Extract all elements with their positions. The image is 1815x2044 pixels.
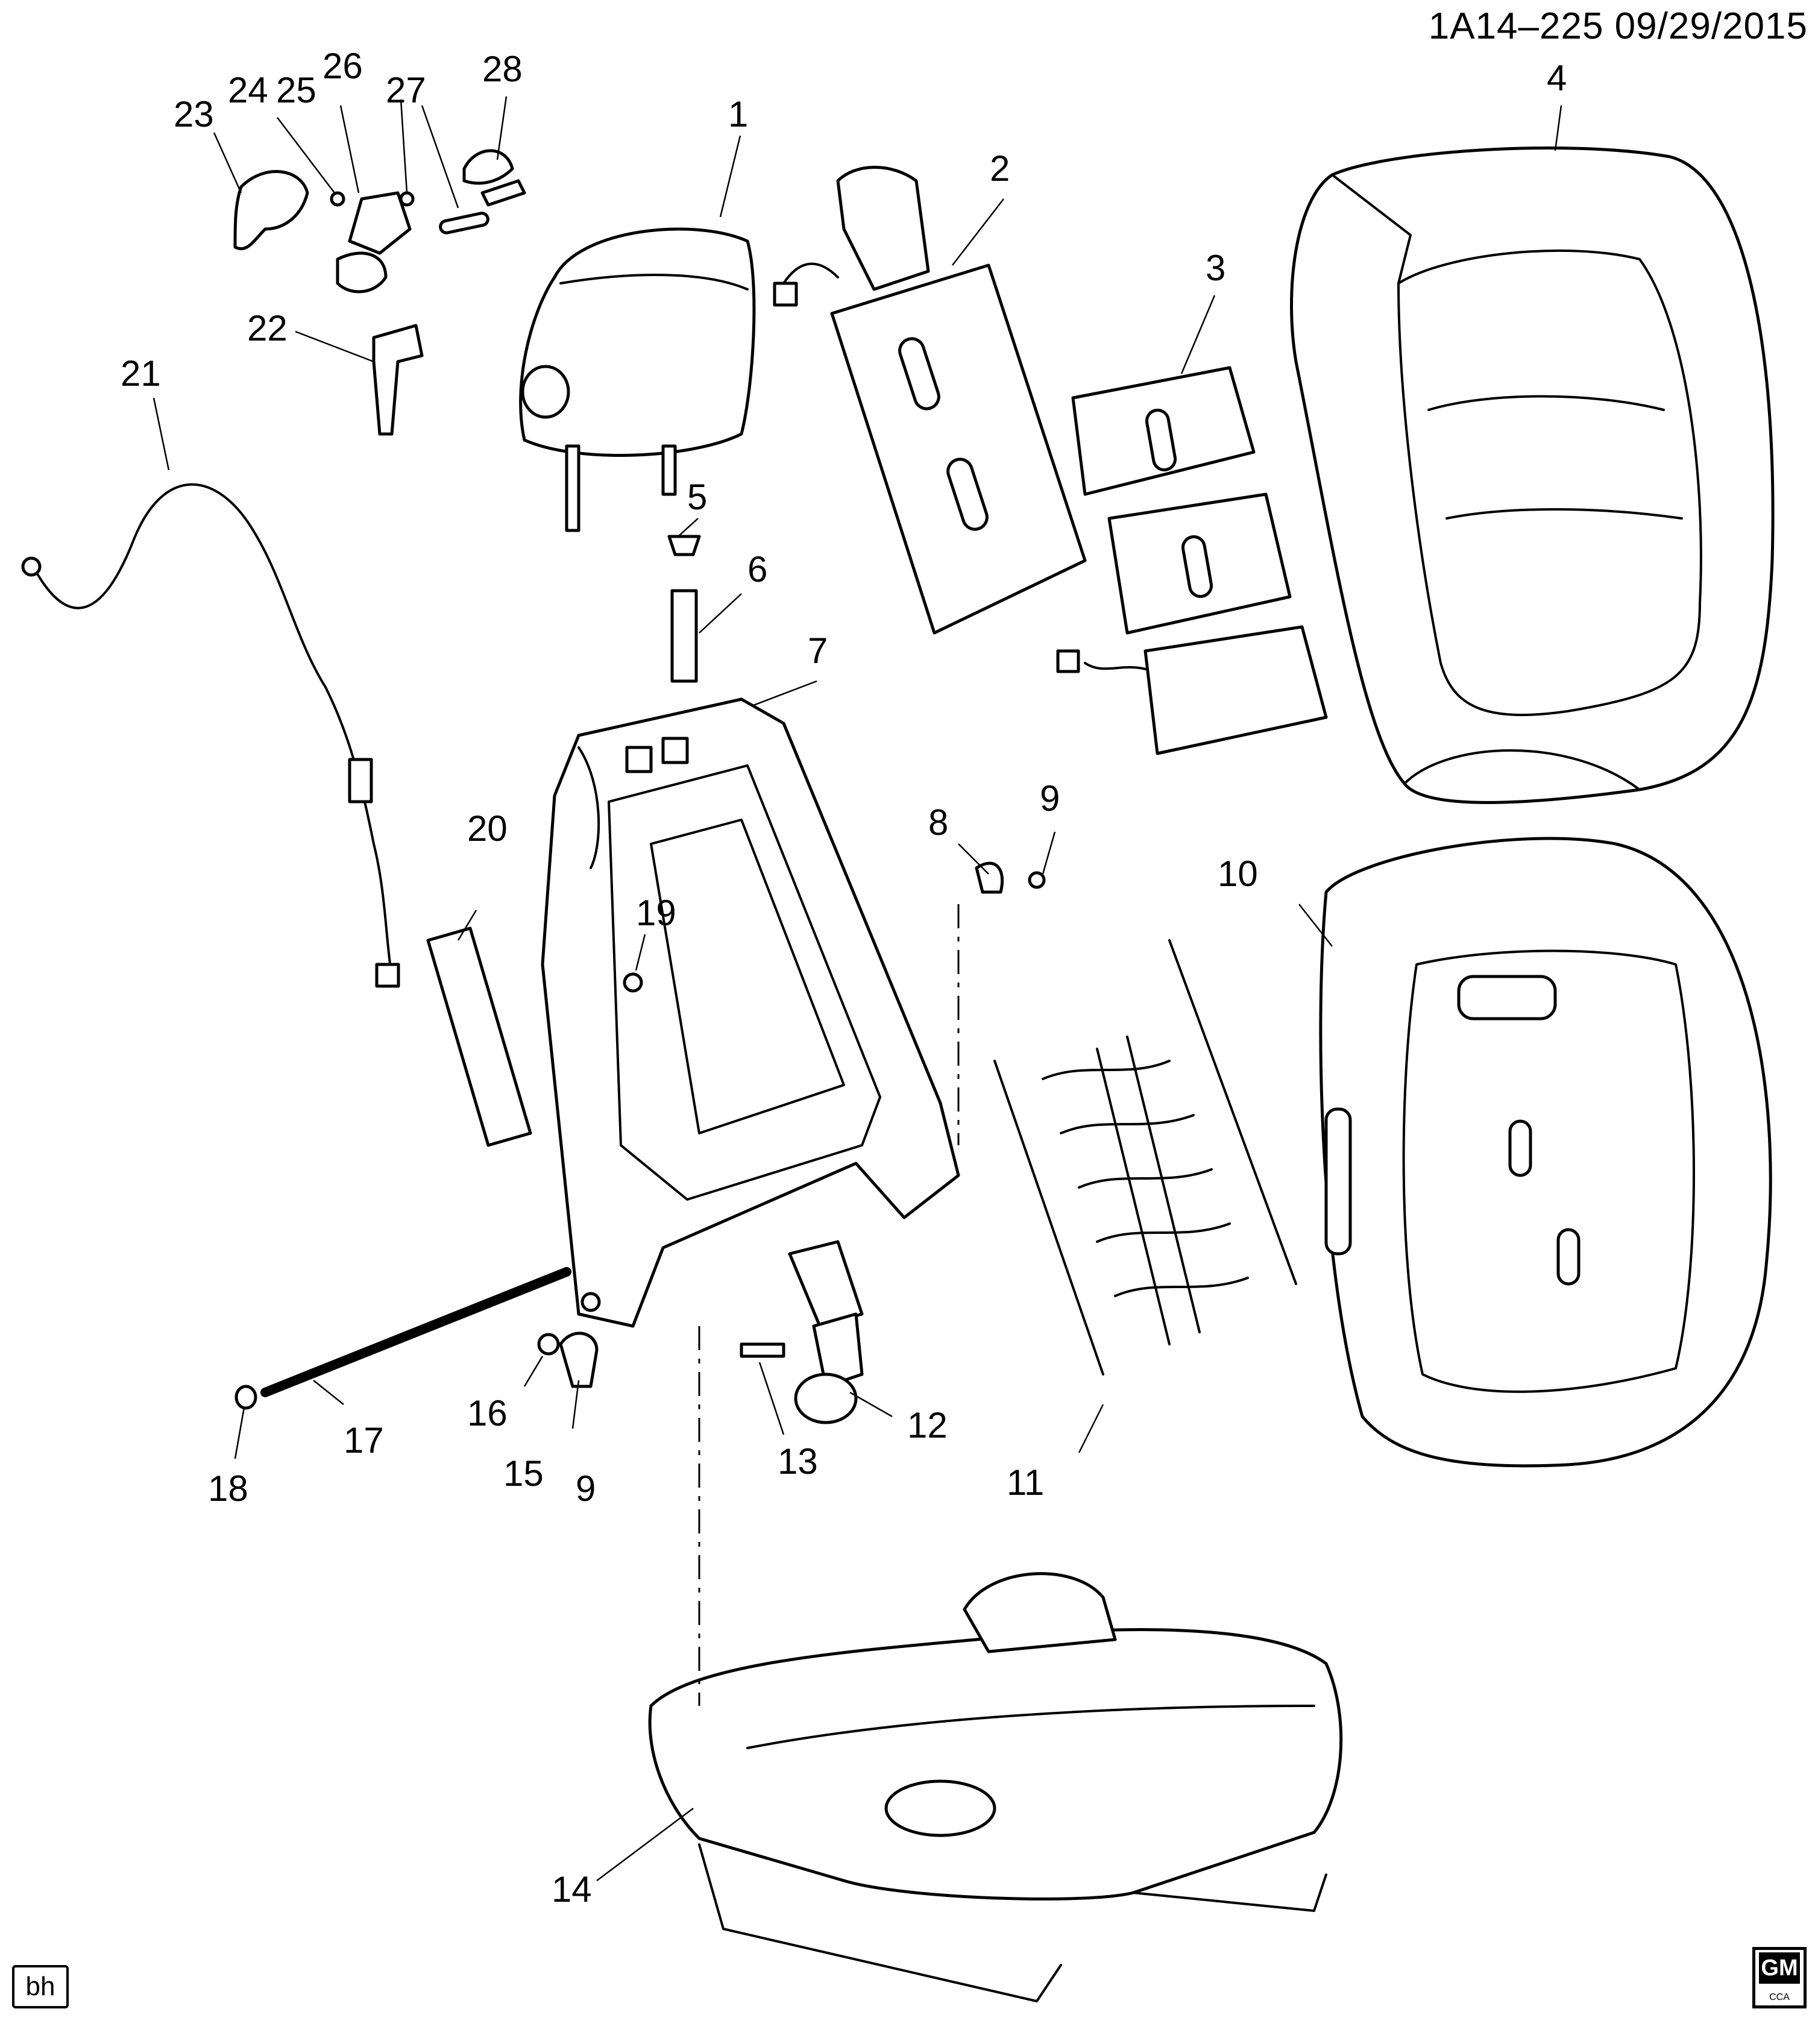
part-8-bracket (975, 861, 1004, 894)
callout-27: 27 (386, 70, 426, 110)
part-15-bracket (559, 1332, 599, 1388)
callout-2: 2 (990, 148, 1010, 189)
callout-26: 26 (322, 46, 363, 86)
callout-8: 8 (928, 802, 948, 843)
callout-labels: 1 2 3 4 5 6 7 8 9 10 11 12 13 14 15 16 1… (121, 46, 1567, 1910)
callout-7: 7 (808, 630, 828, 671)
part-13-bolt (740, 1342, 785, 1358)
callout-5: 5 (687, 477, 707, 517)
callout-12: 12 (907, 1405, 948, 1445)
callout-18: 18 (208, 1468, 248, 1509)
gm-logo-mark: GM (1759, 1952, 1800, 1984)
part-6-guide (670, 589, 698, 683)
callout-10: 10 (1218, 854, 1258, 894)
callout-4: 4 (1547, 58, 1567, 98)
part-14-seat-cushion (648, 1572, 1343, 2002)
callout-28: 28 (482, 49, 523, 89)
callout-20: 20 (467, 808, 508, 849)
part-19-bolt (623, 972, 643, 993)
part-20-airbag-module (426, 926, 532, 1147)
part-16-nut (537, 1333, 560, 1356)
callout-22: 22 (247, 308, 288, 348)
part-9-nut-lower (580, 1292, 601, 1312)
callout-15: 15 (503, 1453, 544, 1494)
callout-3: 3 (1206, 248, 1225, 288)
callout-17: 17 (344, 1420, 384, 1461)
callout-24: 24 (228, 70, 268, 110)
callout-25: 25 (276, 70, 316, 110)
part-21-harness (21, 483, 400, 988)
part-1-headrest (519, 227, 756, 532)
illustrator-tag: bh (12, 1965, 69, 2008)
callout-16: 16 (467, 1393, 508, 1433)
part-11-spring-mat (993, 939, 1297, 1376)
diagram-code: 1A14–225 09/29/2015 (1428, 5, 1808, 47)
part-7-back-frame (541, 697, 960, 1328)
fasteners (537, 535, 1046, 1388)
callout-9-upper: 9 (1040, 778, 1060, 819)
parts-22-28-hardware (233, 149, 526, 436)
part-3-heater-pad (1056, 366, 1328, 755)
part-17-rod (234, 1267, 571, 1410)
callout-13: 13 (778, 1441, 818, 1482)
part-5-grommet (667, 535, 701, 556)
gm-logo: GM CCA (1752, 1947, 1807, 2008)
part-2-back-panel (773, 166, 1087, 635)
part-9-nut-upper (1028, 871, 1046, 889)
part-12-motor (788, 1240, 864, 1424)
leader-lines (153, 96, 1562, 1881)
callout-23: 23 (174, 94, 214, 134)
callout-21: 21 (121, 353, 161, 394)
callout-14: 14 (552, 1869, 592, 1910)
callout-19: 19 (636, 893, 676, 933)
callout-11: 11 (1007, 1462, 1044, 1503)
callout-1: 1 (728, 94, 748, 134)
gm-logo-sub: CCA (1769, 1992, 1790, 2002)
callout-6: 6 (747, 549, 767, 590)
callout-9-lower: 9 (576, 1468, 596, 1509)
part-4-seatback-cover (1290, 146, 1775, 804)
part-10-back-panel (1319, 837, 1772, 1468)
